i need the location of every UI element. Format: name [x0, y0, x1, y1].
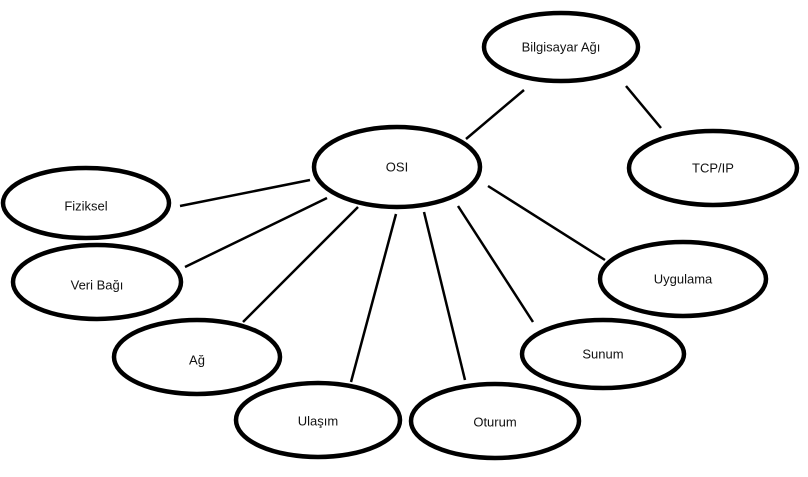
- edge-osi-fiziksel: [179, 178, 311, 208]
- node-label-uygulama: Uygulama: [654, 272, 713, 287]
- node-ag: Ağ: [111, 317, 283, 397]
- node-bilgisayar-agi: Bilgisayar Ağı: [481, 10, 641, 84]
- edge-osi-ulasim: [349, 213, 398, 383]
- node-osi: OSI: [311, 124, 483, 210]
- node-uygulama: Uygulama: [597, 239, 769, 319]
- node-fiziksel: Fiziksel: [0, 165, 172, 241]
- node-label-osi: OSI: [386, 160, 408, 175]
- node-label-tcp-ip: TCP/IP: [692, 161, 734, 176]
- node-label-sunum: Sunum: [582, 347, 623, 362]
- edge-bilgisayar-agi-tcp-ip: [625, 85, 662, 129]
- edge-osi-veri-bagi: [184, 196, 328, 269]
- node-label-oturum: Oturum: [473, 415, 516, 430]
- node-label-ulasim: Ulaşım: [298, 414, 338, 429]
- node-tcp-ip: TCP/IP: [626, 128, 800, 208]
- node-sunum: Sunum: [519, 317, 687, 391]
- node-label-fiziksel: Fiziksel: [64, 199, 107, 214]
- edge-osi-oturum: [422, 211, 467, 381]
- edge-osi-uygulama: [487, 184, 606, 262]
- node-oturum: Oturum: [408, 381, 582, 461]
- edge-bilgisayar-agi-osi: [465, 89, 525, 140]
- edge-osi-ag: [242, 206, 359, 323]
- edge-osi-sunum: [456, 205, 535, 323]
- node-label-veri-bagi: Veri Bağı: [71, 278, 124, 293]
- node-label-ag: Ağ: [189, 353, 205, 368]
- node-label-bilgisayar-agi: Bilgisayar Ağı: [522, 40, 601, 55]
- node-veri-bagi: Veri Bağı: [10, 242, 184, 322]
- node-ulasim: Ulaşım: [233, 380, 403, 460]
- edges: [179, 85, 662, 383]
